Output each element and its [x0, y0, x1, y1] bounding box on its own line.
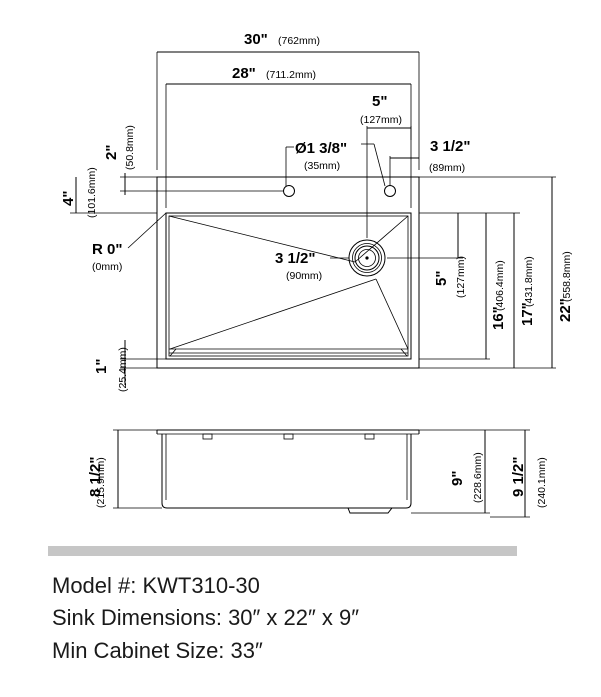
model-number: Model #: KWT310-30 [52, 573, 260, 598]
label-9-5-in: 9 1/2" [510, 457, 527, 497]
dim-overall-width: 30" (762mm) [156, 31, 420, 170]
separator-bar [48, 546, 517, 556]
dim-deck-depth: 4" (101.6mm) [60, 167, 157, 218]
label-28-in: 28" [232, 65, 256, 82]
label-0mm: (0mm) [92, 261, 122, 273]
dim-hole-side-offset: 3 1/2" (89mm) [389, 138, 470, 185]
dim-faucet-hole: Ø1 3/8" (35mm) [285, 140, 386, 187]
drain-stub [347, 507, 393, 514]
label-215mm: (215.9mm) [95, 457, 107, 508]
dim-bowl-depth-16: 16" (406.4mm) [419, 213, 507, 360]
label-5-in-top: 5" [372, 93, 387, 110]
label-17-in: 17" [519, 302, 536, 326]
label-89mm: (89mm) [429, 162, 465, 174]
label-762mm: (762mm) [278, 35, 320, 47]
dim-front-ledge: 1" (25.4mm) [93, 340, 166, 392]
bowl-profile [161, 434, 412, 509]
label-127mm-top: (127mm) [360, 114, 402, 126]
faucet-hole-right [384, 185, 396, 197]
label-50mm: (50.8mm) [124, 125, 136, 170]
label-2-in: 2" [103, 145, 120, 160]
top-view [156, 176, 420, 369]
sink-dimensions: Sink Dimensions: 30″ x 22″ x 9″ [52, 605, 360, 630]
label-4-in: 4" [60, 191, 77, 206]
label-228mm: (228.6mm) [472, 452, 484, 503]
label-3-5-in-top: 3 1/2" [430, 138, 470, 155]
dim-overall-depth: 22" (558.8mm) [419, 176, 574, 369]
dim-total-height: 9 1/2" (240.1mm) [490, 429, 548, 518]
label-9-in: 9" [449, 471, 466, 486]
mounting-clip [202, 433, 213, 440]
label-drain-in: 3 1/2" [275, 250, 315, 267]
dim-drain-diameter: 3 1/2" (90mm) [275, 250, 349, 282]
sink-outline-top [156, 176, 420, 369]
sink-dimension-diagram: 30" (762mm) 28" (711.2mm) 5" (127mm) Ø1 … [60, 31, 574, 518]
dim-bowl-width: 28" (711.2mm) [165, 65, 412, 208]
label-8-5-in: 8 1/2" [87, 457, 104, 497]
side-view [156, 429, 420, 514]
dim-corner-radius: R 0" (0mm) [92, 212, 167, 273]
label-90mm: (90mm) [286, 270, 322, 282]
label-35mm: (35mm) [304, 160, 340, 172]
label-22-in: 22" [557, 298, 574, 322]
label-558mm: (558.8mm) [561, 251, 573, 302]
label-30-in: 30" [244, 31, 268, 48]
min-cabinet-size: Min Cabinet Size: 33″ [52, 638, 263, 663]
bowl-inner-rim [168, 215, 409, 357]
dim-drain-offset-top: 5" (127mm) [360, 93, 412, 238]
label-1-in: 1" [93, 359, 110, 374]
dim-hole-from-back: 2" (50.8mm) [103, 125, 283, 195]
label-25mm: (25.4mm) [117, 347, 129, 392]
label-240mm: (240.1mm) [536, 457, 548, 508]
bowl-outline [165, 212, 412, 360]
label-5-in-side: 5" [433, 271, 450, 286]
label-711mm: (711.2mm) [266, 69, 316, 81]
label-16-in: 16" [490, 306, 507, 330]
label-r0-in: R 0" [92, 241, 122, 258]
label-127mm-side: (127mm) [455, 256, 467, 298]
label-431mm: (431.8mm) [523, 256, 535, 307]
label-406mm: (406.4mm) [494, 260, 506, 311]
dim-depth-17: 17" (431.8mm) [419, 212, 536, 368]
dim-bowl-height: 8 1/2" (215.9mm) [87, 429, 162, 509]
slope-line [168, 215, 356, 263]
label-hole-dia-in: Ø1 3/8" [295, 140, 347, 157]
dim-sink-height: 9" (228.6mm) [411, 429, 490, 514]
label-101mm: (101.6mm) [86, 167, 98, 218]
dim-drain-offset-side: 5" (127mm) [387, 213, 467, 298]
faucet-hole-left [283, 185, 295, 197]
